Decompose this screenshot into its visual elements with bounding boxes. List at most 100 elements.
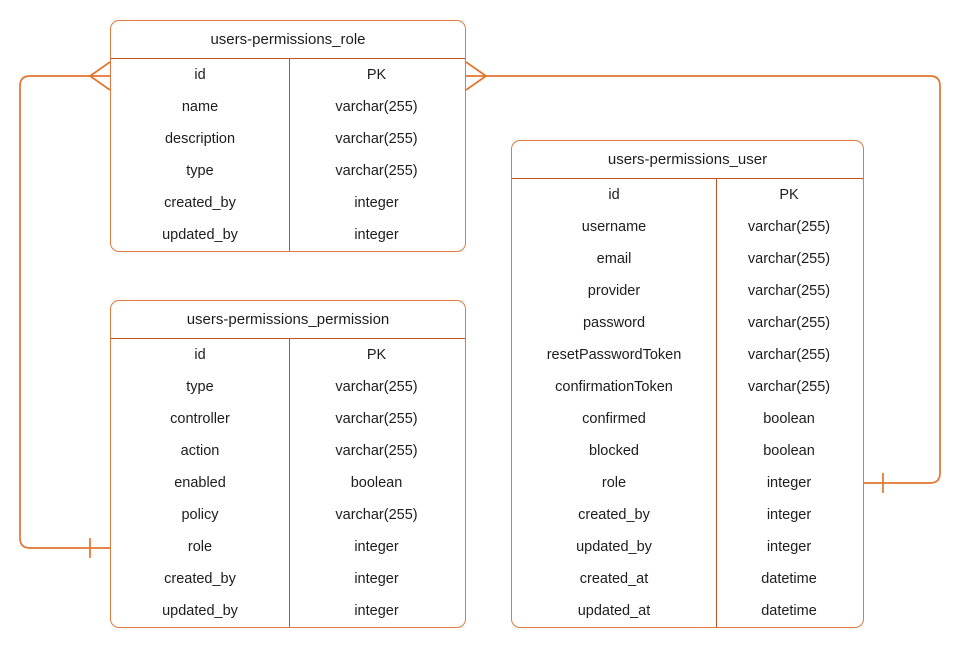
field-type: varchar(255) [747,251,831,267]
field-type: varchar(255) [747,219,831,235]
field-name: created_at [579,571,649,587]
field-type: PK [366,347,387,363]
table-row[interactable]: updated_by integer [111,595,465,627]
field-type: integer [354,539,399,555]
table-row[interactable]: type varchar(255) [111,155,465,187]
column-divider [289,339,290,627]
field-type: integer [354,603,399,619]
entity-fields-role: id PK name varchar(255) description varchar(2… [111,59,465,251]
field-type: varchar(255) [335,411,418,427]
table-row[interactable]: created_by integer [512,499,863,531]
table-row[interactable]: confirmed boolean [512,403,863,435]
table-row[interactable]: updated_by integer [512,531,863,563]
field-type: integer [766,507,812,523]
table-row[interactable]: type varchar(255) [111,371,465,403]
field-name: action [180,443,220,459]
field-name: id [194,67,206,83]
field-type: varchar(255) [335,507,418,523]
field-name: password [582,315,646,331]
field-name: role [187,539,213,555]
table-row[interactable]: role integer [512,467,863,499]
field-name: created_by [578,507,650,523]
field-type: integer [354,195,399,211]
field-type: integer [766,539,812,555]
field-name: updated_by [162,227,238,243]
field-type: datetime [761,603,817,619]
column-divider [716,179,717,627]
field-type: boolean [763,443,815,459]
field-name: updated_at [577,603,651,619]
field-type: boolean [763,411,815,427]
entity-title-role: users-permissions_role [111,21,465,59]
field-type: varchar(255) [335,131,418,147]
field-name: controller [170,411,230,427]
field-type: varchar(255) [747,379,831,395]
field-type: varchar(255) [335,443,418,459]
table-row[interactable]: updated_by integer [111,219,465,251]
field-type: PK [366,67,387,83]
field-name: policy [181,507,219,523]
field-name: blocked [589,443,639,459]
field-type: varchar(255) [335,99,418,115]
table-row[interactable]: policy varchar(255) [111,499,465,531]
field-type: integer [766,475,812,491]
entity-fields-permission: id PK type varchar(255) controller varchar(25… [111,339,465,627]
table-row[interactable]: id PK [111,339,465,371]
field-type: integer [354,571,399,587]
field-type: varchar(255) [747,283,831,299]
field-name: email [596,251,632,267]
table-row[interactable]: name varchar(255) [111,91,465,123]
table-row[interactable]: blocked boolean [512,435,863,467]
field-name: confirmationToken [555,379,673,395]
field-name: description [164,131,236,147]
field-name: confirmed [582,411,646,427]
field-name: created_by [164,571,236,587]
field-type: integer [354,227,399,243]
table-row[interactable]: created_at datetime [512,563,863,595]
field-name: created_by [164,195,236,211]
entity-title-permission: users-permissions_permission [111,301,465,339]
table-row[interactable]: action varchar(255) [111,435,465,467]
field-type: PK [779,187,799,203]
table-row[interactable]: created_by integer [111,563,465,595]
field-type: datetime [761,571,817,587]
table-row[interactable]: password varchar(255) [512,307,863,339]
table-row[interactable]: id PK [111,59,465,91]
crowsfoot-role-left [89,61,111,91]
field-name: type [186,379,214,395]
table-row[interactable]: description varchar(255) [111,123,465,155]
field-type: varchar(255) [335,379,418,395]
table-row[interactable]: controller varchar(255) [111,403,465,435]
field-name: role [601,475,627,491]
field-name: id [194,347,206,363]
field-name: updated_by [162,603,238,619]
table-row[interactable]: username varchar(255) [512,211,863,243]
field-type: varchar(255) [747,315,831,331]
field-name: enabled [174,475,226,491]
crowsfoot-role-right [465,61,487,91]
field-name: updated_by [576,539,652,555]
connector-role-permission [19,75,110,549]
table-row[interactable]: provider varchar(255) [512,275,863,307]
field-type: varchar(255) [335,163,418,179]
table-row[interactable]: role integer [111,531,465,563]
table-row[interactable]: enabled boolean [111,467,465,499]
field-name: provider [587,283,641,299]
entity-title-user: users-permissions_user [512,141,863,179]
table-row[interactable]: confirmationToken varchar(255) [512,371,863,403]
field-type: boolean [350,475,403,491]
column-divider [289,59,290,251]
field-name: username [581,219,647,235]
table-row[interactable]: updated_at datetime [512,595,863,627]
field-name: name [181,99,219,115]
table-row[interactable]: email varchar(255) [512,243,863,275]
table-row[interactable]: created_by integer [111,187,465,219]
field-name: type [186,163,214,179]
